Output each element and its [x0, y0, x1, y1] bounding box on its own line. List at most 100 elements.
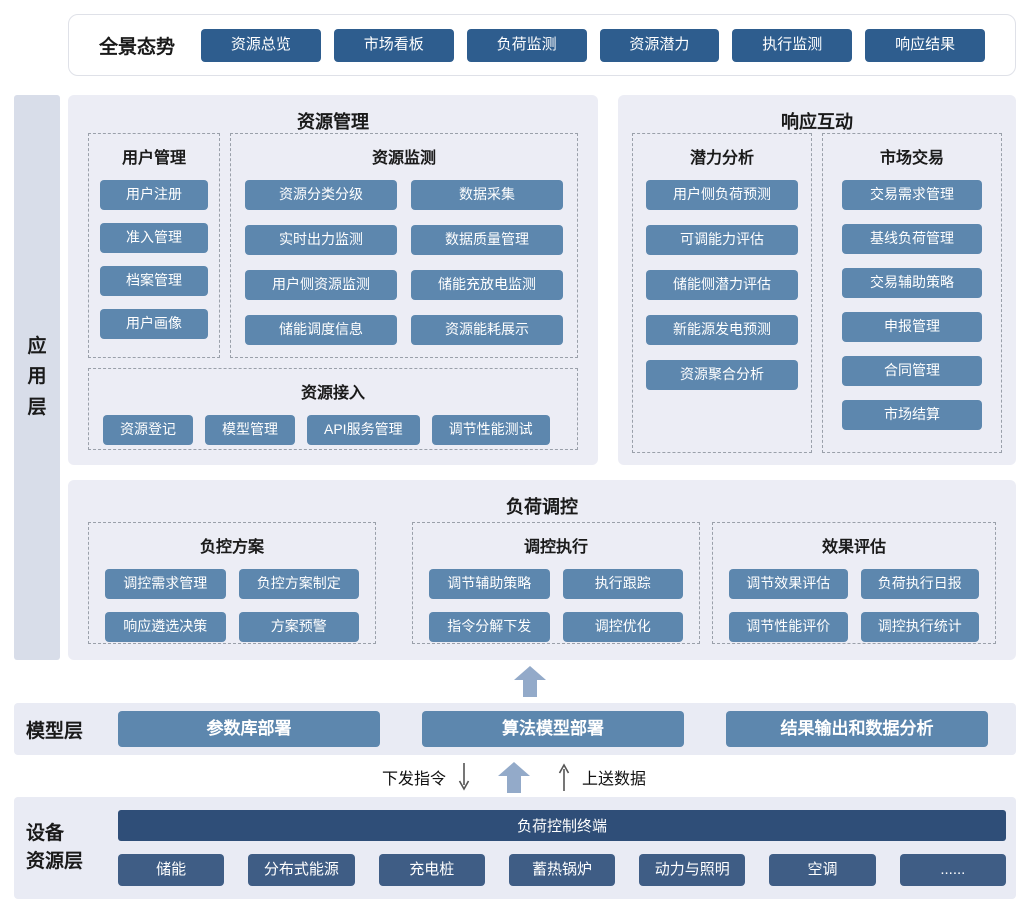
panorama-button[interactable]: 执行监测: [732, 28, 853, 62]
resource-monitor-button[interactable]: 资源分类分级: [245, 180, 397, 210]
load-plan-title: 负控方案: [199, 539, 264, 556]
market-trade-button[interactable]: 市场结算: [842, 400, 982, 430]
resource-monitor-items: 资源分类分级数据采集实时出力监测数据质量管理用户侧资源监测储能充放电监测储能调度…: [231, 180, 577, 345]
control-execution-button[interactable]: 调节辅助策略: [429, 569, 550, 599]
potential-analysis-box: 潜力分析 用户侧负荷预测可调能力评估储能侧潜力评估新能源发电预测资源聚合分析: [632, 133, 812, 453]
resource-monitor-button[interactable]: 储能充放电监测: [411, 270, 563, 300]
potential-analysis-button[interactable]: 新能源发电预测: [646, 315, 798, 345]
control-execution-button[interactable]: 指令分解下发: [429, 612, 550, 642]
resource-access-button[interactable]: 调节性能测试: [431, 415, 550, 445]
effect-evaluation-title: 效果评估: [821, 539, 886, 556]
model-layer-buttons: 参数库部署 算法模型部署 结果输出和数据分析: [118, 711, 988, 747]
device-button[interactable]: 蓄热锅炉: [508, 854, 616, 886]
market-trade-title: 市场交易: [879, 150, 944, 167]
model-layer-button[interactable]: 参数库部署: [118, 711, 380, 747]
panorama-buttons: 资源总览市场看板负荷监测资源潜力执行监测响应结果: [201, 28, 985, 62]
effect-evaluation-button[interactable]: 调节效果评估: [729, 569, 848, 599]
panorama-button[interactable]: 响应结果: [865, 28, 985, 62]
device-button[interactable]: ......: [899, 854, 1006, 886]
market-trade-box: 市场交易 交易需求管理基线负荷管理交易辅助策略申报管理合同管理市场结算: [822, 133, 1002, 453]
down-arrow-icon: [458, 762, 470, 792]
model-layer-button[interactable]: 结果输出和数据分析: [726, 711, 988, 747]
resource-monitor-button[interactable]: 数据质量管理: [411, 225, 563, 255]
effect-evaluation-button[interactable]: 调控执行统计: [860, 612, 979, 642]
effect-evaluation-button[interactable]: 负荷执行日报: [860, 569, 979, 599]
model-layer-button[interactable]: 算法模型部署: [422, 711, 684, 747]
device-button[interactable]: 充电桩: [378, 854, 485, 886]
panorama-button[interactable]: 资源总览: [201, 28, 321, 62]
potential-analysis-button[interactable]: 储能侧潜力评估: [646, 270, 798, 300]
load-control-title: 负荷调控: [506, 497, 578, 517]
model-layer-label: 模型层: [26, 720, 84, 742]
device-layer-content: 负荷控制终端 储能分布式能源充电桩蓄热锅炉动力与照明空调......: [118, 810, 1006, 886]
resource-management-title: 资源管理: [297, 112, 369, 132]
app-layer-label: 应用层: [27, 335, 47, 418]
response-interaction-panel: 响应互动 潜力分析 用户侧负荷预测可调能力评估储能侧潜力评估新能源发电预测资源聚…: [618, 95, 1016, 465]
load-plan-button[interactable]: 调控需求管理: [105, 569, 226, 599]
load-plan-button[interactable]: 响应遴选决策: [105, 612, 226, 642]
device-button[interactable]: 分布式能源: [248, 854, 355, 886]
market-trade-items: 交易需求管理基线负荷管理交易辅助策略申报管理合同管理市场结算: [823, 180, 1001, 430]
potential-analysis-title: 潜力分析: [689, 150, 754, 167]
resource-monitor-button[interactable]: 数据采集: [411, 180, 563, 210]
effect-evaluation-items: 调节效果评估负荷执行日报调节性能评价调控执行统计: [713, 569, 995, 642]
device-button[interactable]: 动力与照明: [639, 854, 746, 886]
app-layer-strip: 应用层: [14, 95, 60, 660]
load-plan-items: 调控需求管理负控方案制定响应遴选决策方案预警: [89, 569, 375, 642]
user-management-button[interactable]: 用户画像: [100, 309, 208, 339]
panorama-button[interactable]: 市场看板: [333, 28, 454, 62]
downlink-label: 下发指令: [381, 771, 446, 788]
up-block-arrow-icon: [514, 666, 546, 697]
load-plan-button[interactable]: 负控方案制定: [238, 569, 359, 599]
resource-monitor-button[interactable]: 储能调度信息: [245, 315, 397, 345]
load-plan-button[interactable]: 方案预警: [238, 612, 359, 642]
potential-analysis-button[interactable]: 资源聚合分析: [646, 360, 798, 390]
panorama-button[interactable]: 负荷监测: [466, 28, 587, 62]
control-execution-title: 调控执行: [523, 539, 588, 556]
up-arrow-icon: [558, 762, 570, 792]
user-management-button[interactable]: 用户注册: [100, 180, 208, 210]
resource-access-items: 资源登记模型管理 API服务管理调节性能测试: [89, 415, 577, 445]
panorama-button[interactable]: 资源潜力: [599, 28, 720, 62]
resource-monitor-title: 资源监测: [371, 150, 436, 167]
market-trade-button[interactable]: 交易需求管理: [842, 180, 982, 210]
potential-analysis-button[interactable]: 用户侧负荷预测: [646, 180, 798, 210]
user-management-button[interactable]: 准入管理: [100, 223, 208, 253]
resource-monitor-button[interactable]: 实时出力监测: [245, 225, 397, 255]
data-flow-row: 下发指令 上送数据: [0, 757, 1028, 797]
device-button[interactable]: 空调: [769, 854, 876, 886]
user-management-box: 用户管理 用户注册准入管理档案管理用户画像: [88, 133, 220, 358]
resource-monitor-button[interactable]: 用户侧资源监测: [245, 270, 397, 300]
control-execution-button[interactable]: 执行跟踪: [562, 569, 683, 599]
resource-management-panel: 资源管理 用户管理 用户注册准入管理档案管理用户画像 资源监测 资源分类分级数据…: [68, 95, 598, 465]
up-block-arrow-icon: [498, 761, 530, 793]
user-management-button[interactable]: 档案管理: [100, 266, 208, 296]
market-trade-button[interactable]: 合同管理: [842, 356, 982, 386]
user-management-title: 用户管理: [121, 150, 186, 167]
control-execution-button[interactable]: 调控优化: [562, 612, 683, 642]
control-execution-items: 调节辅助策略执行跟踪指令分解下发调控优化: [413, 569, 699, 642]
device-layer-label-line2: 资源层: [26, 851, 84, 872]
effect-evaluation-button[interactable]: 调节性能评价: [729, 612, 848, 642]
panorama-title: 全景态势: [99, 36, 176, 58]
load-control-panel: 负荷调控 负控方案 调控需求管理负控方案制定响应遴选决策方案预警 调控执行 调节…: [68, 480, 1016, 660]
load-control-terminal-bar[interactable]: 负荷控制终端: [118, 810, 1006, 841]
device-layer-label: 设备 资源层: [26, 810, 118, 886]
device-buttons: 储能分布式能源充电桩蓄热锅炉动力与照明空调......: [118, 854, 1006, 886]
potential-analysis-button[interactable]: 可调能力评估: [646, 225, 798, 255]
resource-access-button[interactable]: 模型管理: [205, 415, 295, 445]
control-execution-box: 调控执行 调节辅助策略执行跟踪指令分解下发调控优化: [412, 522, 700, 644]
resource-access-button[interactable]: API服务管理: [307, 415, 420, 445]
resource-monitor-button[interactable]: 资源能耗展示: [411, 315, 563, 345]
device-button[interactable]: 储能: [118, 854, 225, 886]
market-trade-button[interactable]: 基线负荷管理: [842, 224, 982, 254]
effect-evaluation-box: 效果评估 调节效果评估负荷执行日报调节性能评价调控执行统计: [712, 522, 996, 644]
market-trade-button[interactable]: 申报管理: [842, 312, 982, 342]
uplink-label: 上送数据: [582, 771, 647, 788]
market-trade-button[interactable]: 交易辅助策略: [842, 268, 982, 298]
potential-analysis-items: 用户侧负荷预测可调能力评估储能侧潜力评估新能源发电预测资源聚合分析: [633, 180, 811, 390]
resource-access-button[interactable]: 资源登记: [103, 415, 193, 445]
device-layer-label-line1: 设备: [26, 822, 65, 844]
